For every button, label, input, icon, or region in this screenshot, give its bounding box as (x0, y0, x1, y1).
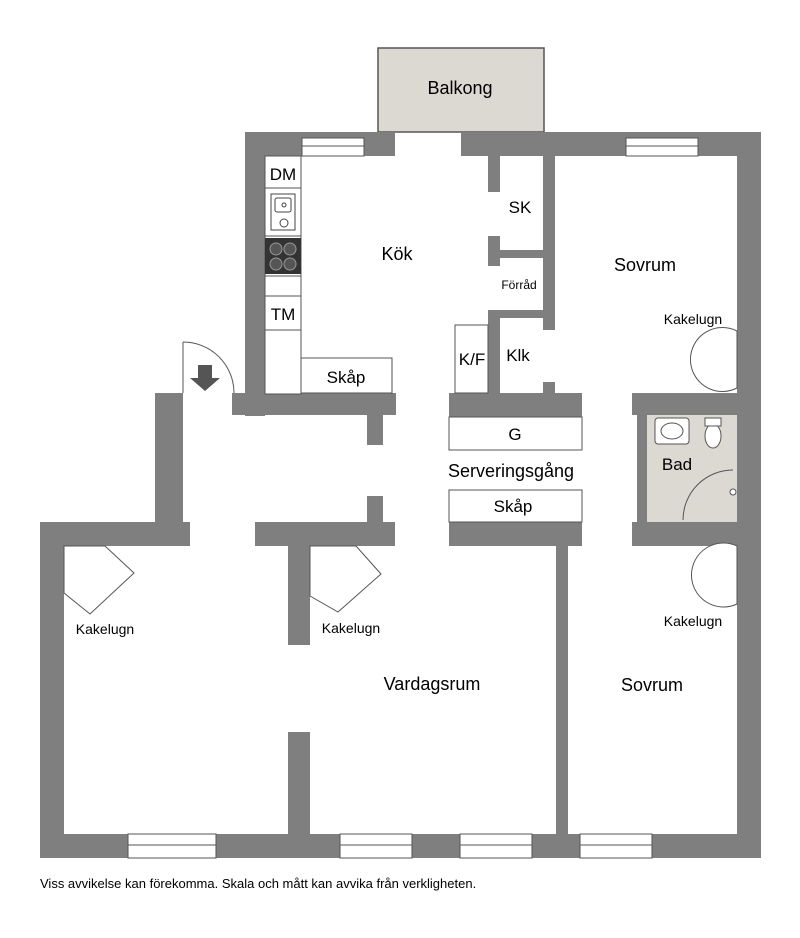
stove-bedroom-bottom-shape (690, 542, 738, 608)
stove-living-left-label: Kakelugn (76, 621, 134, 637)
entrance-door (182, 341, 235, 394)
serving-hall-label: Serveringsgång (448, 461, 574, 481)
bedroom-top-label: Sovrum (614, 255, 676, 275)
stove-living-center-label: Kakelugn (322, 620, 380, 636)
living-room-label: Vardagsrum (384, 674, 481, 694)
bathroom-label: Bad (662, 455, 692, 474)
entrance-arrow-icon (190, 365, 220, 391)
sink-icon (270, 193, 296, 231)
kitchen-cabinet-label: Skåp (327, 368, 366, 387)
balcony-label: Balkong (427, 78, 492, 98)
stove-living-left-shape (63, 545, 135, 615)
stove-living-center-shape (309, 545, 382, 613)
stove-bedroom-bottom-label: Kakelugn (664, 613, 722, 629)
hall-cabinet-label: Skåp (494, 497, 533, 516)
dishwasher-label: DM (270, 165, 296, 184)
washing-machine-label: TM (271, 305, 296, 324)
bedroom-bottom-label: Sovrum (621, 675, 683, 695)
stove-bedroom-top-label: Kakelugn (664, 311, 722, 327)
stove-icon (265, 238, 301, 274)
storage-label: Förråd (501, 278, 536, 292)
balcony-area (377, 47, 545, 133)
windows (127, 137, 699, 859)
stove-bedroom-top-shape (689, 327, 738, 392)
closet-klk-label: Klk (506, 346, 530, 365)
disclaimer-text: Viss avvikelse kan förekomma. Skala och … (40, 876, 477, 891)
bathroom-fixtures (654, 417, 737, 521)
g-cabinet-label: G (508, 425, 521, 444)
fridge-freezer-label: K/F (459, 350, 485, 369)
cleaning-closet-label: SK (509, 198, 532, 217)
kitchen-label: Kök (381, 244, 413, 264)
